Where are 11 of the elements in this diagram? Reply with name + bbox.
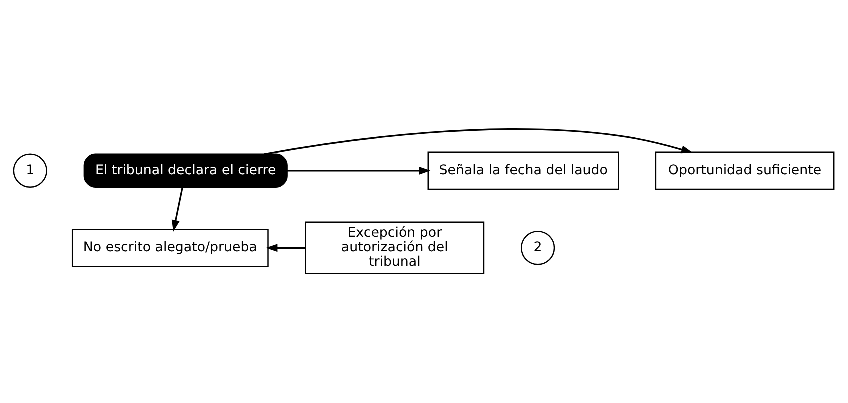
node-box: Señala la fecha del laudo [428, 152, 620, 190]
arrow [264, 128, 694, 156]
arrow [287, 166, 431, 175]
node-box: Oportunidad suficiente [655, 152, 835, 190]
arrow [266, 244, 306, 252]
node-box: Excepción por autorización del tribunal [305, 222, 485, 274]
node-box: No escrito alegato/prueba [72, 228, 269, 268]
arrow [172, 187, 184, 232]
node-circle: 1 [13, 154, 48, 188]
node-box: El tribunal declara el cierre [84, 154, 288, 188]
node-circle: 2 [520, 231, 556, 266]
